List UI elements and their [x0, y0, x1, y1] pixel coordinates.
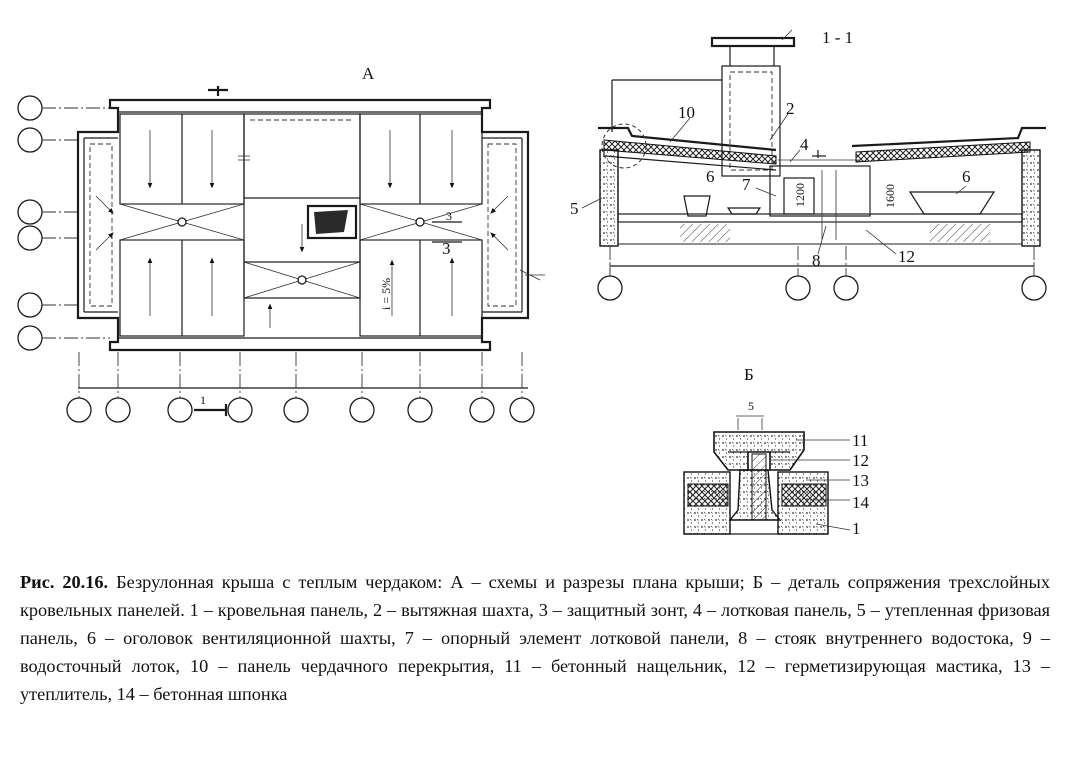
- axis-bubbles-bottom: 1: [66, 352, 535, 423]
- detail-callouts: 11 12 13 14 1: [770, 431, 870, 538]
- svg-text:13: 13: [852, 471, 869, 490]
- section-axes: [597, 246, 1047, 301]
- svg-text:3: 3: [446, 209, 452, 223]
- axis-bubbles-left: [17, 95, 110, 351]
- detail-b: Б 5 11 12 13 14 1: [683, 365, 870, 538]
- svg-text:5: 5: [748, 399, 754, 413]
- vent-head-left: [683, 195, 711, 217]
- caption-label: Рис. 20.16.: [20, 572, 109, 592]
- section-callouts: 10 2 4 7 6 6 5 8 12: [570, 99, 971, 270]
- svg-text:5: 5: [570, 199, 579, 218]
- svg-text:10: 10: [678, 103, 695, 122]
- figure-caption: Рис. 20.16. Безрулонная крыша с теплым ч…: [20, 568, 1050, 708]
- exhaust-shaft: [710, 29, 796, 177]
- svg-text:8: 8: [812, 251, 821, 270]
- mark-3: 3 3: [432, 209, 462, 258]
- plan-a: А: [17, 64, 545, 423]
- plan-label: А: [362, 64, 375, 83]
- section-mark-label: 1: [200, 393, 206, 407]
- attic-floor: [617, 213, 1023, 245]
- roof-panels: [598, 123, 1046, 171]
- svg-text:2: 2: [786, 99, 795, 118]
- svg-text:12: 12: [898, 247, 915, 266]
- svg-text:6: 6: [706, 167, 715, 186]
- caption-text: Безрулонная крыша с теплым чердаком: А –…: [20, 572, 1050, 704]
- slope-label: i = 5%: [379, 278, 393, 310]
- svg-text:1200: 1200: [793, 183, 807, 207]
- section-marker-top: [208, 86, 228, 96]
- svg-text:4: 4: [800, 135, 809, 154]
- svg-text:6: 6: [962, 167, 971, 186]
- plan-walls: [76, 98, 545, 352]
- plan-arrows: i = 5%: [95, 130, 509, 328]
- figure-drawing: А: [17, 28, 1047, 538]
- frieze-panel-right: [1021, 149, 1041, 247]
- trough-panel: 1200 1600: [769, 150, 897, 240]
- detail-label: Б: [744, 365, 754, 384]
- svg-text:14: 14: [852, 493, 870, 512]
- svg-text:1: 1: [852, 519, 861, 538]
- vent-head-right: [908, 191, 996, 215]
- plan-panels: [119, 113, 483, 337]
- detail-dimension: 5: [736, 399, 764, 430]
- svg-text:1600: 1600: [883, 184, 897, 208]
- svg-text:12: 12: [852, 451, 869, 470]
- svg-text:11: 11: [852, 431, 868, 450]
- section-label: 1 - 1: [822, 28, 853, 47]
- frieze-panel-left: [599, 149, 619, 247]
- svg-text:7: 7: [742, 175, 751, 194]
- svg-text:3: 3: [442, 239, 451, 258]
- section-1-1: 1 - 1: [570, 28, 1047, 301]
